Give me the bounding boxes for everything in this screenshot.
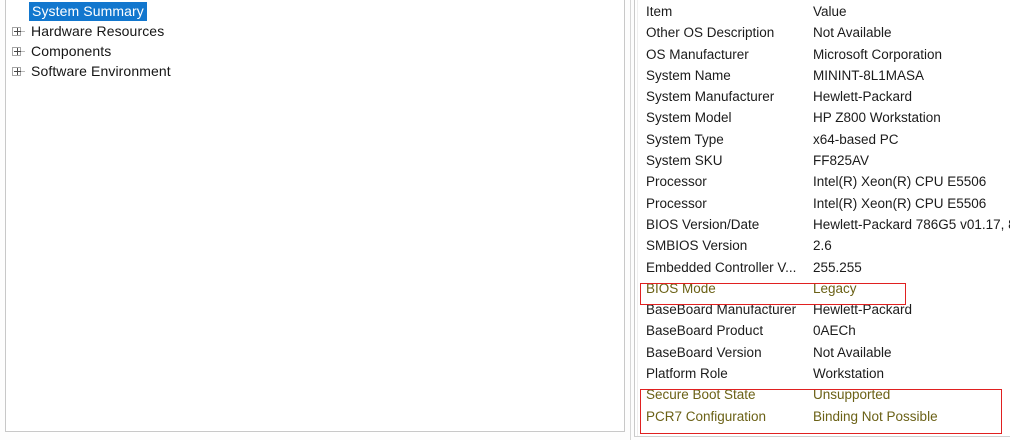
details-value-cell: Hewlett-Packard — [813, 89, 913, 105]
details-row[interactable]: Secure Boot State Unsupported — [641, 384, 1010, 405]
details-value-cell: Binding Not Possible — [813, 408, 938, 424]
details-row[interactable]: BaseBoard Version Not Available — [641, 342, 1010, 363]
details-row[interactable]: System Type x64-based PC — [641, 129, 1010, 150]
details-value-cell: Hewlett-Packard 786G5 v01.17, 8/ — [813, 216, 1010, 232]
details-item-cell: BaseBoard Version — [646, 344, 762, 360]
details-item-cell: System Name — [646, 67, 731, 83]
details-header-row: Item Value — [641, 1, 1010, 22]
list-inner-edge — [637, 0, 638, 437]
details-row[interactable]: PCR7 Configuration Binding Not Possible — [641, 406, 1010, 427]
tree-item-components[interactable]: Components — [6, 41, 624, 61]
expander-box — [12, 66, 21, 76]
details-value-cell: HP Z800 Workstation — [813, 110, 941, 126]
details-row[interactable]: System Name MININT-8L1MASA — [641, 65, 1010, 86]
details-value-cell: Workstation — [813, 366, 885, 382]
details-item-cell: PCR7 Configuration — [646, 408, 767, 424]
tree-item-label: System Summary — [29, 1, 147, 21]
tree-item-label: Hardware Resources — [31, 23, 165, 39]
splitter-bar — [630, 0, 631, 440]
details-value-cell: Intel(R) Xeon(R) CPU E5506 — [813, 174, 987, 190]
details-value-cell: Not Available — [813, 25, 892, 41]
details-item-cell: BaseBoard Manufacturer — [646, 302, 797, 318]
tree-item-label: Software Environment — [31, 63, 171, 79]
details-row[interactable]: SMBIOS Version 2.6 — [641, 235, 1010, 256]
details-value-cell: Legacy — [813, 280, 857, 296]
details-value-cell: 255.255 — [813, 259, 862, 275]
details-item-cell: System Model — [646, 110, 732, 126]
details-row[interactable]: OS Manufacturer Microsoft Corporation — [641, 44, 1010, 65]
details-item-cell: BIOS Mode — [646, 280, 716, 296]
details-item-cell: System Manufacturer — [646, 89, 775, 105]
details-item-cell: Secure Boot State — [646, 387, 756, 403]
plus-expander-icon[interactable] — [10, 64, 25, 79]
list-bottom-edge — [634, 436, 1010, 437]
plus-expander-icon[interactable] — [10, 24, 25, 39]
details-row[interactable]: Embedded Controller V... 255.255 — [641, 257, 1010, 278]
details-row[interactable]: System SKU FF825AV — [641, 150, 1010, 171]
details-value-cell: Hewlett-Packard — [813, 302, 913, 318]
details-item-cell: BIOS Version/Date — [646, 216, 760, 232]
details-item-cell: Embedded Controller V... — [646, 259, 797, 275]
details-value-cell: 2.6 — [813, 238, 832, 254]
plus-expander-icon[interactable] — [10, 44, 25, 59]
details-value-cell: Unsupported — [813, 387, 891, 403]
details-item-cell: Other OS Description — [646, 25, 775, 41]
expander-connector — [21, 30, 25, 32]
details-item-cell: System Type — [646, 131, 724, 147]
column-header-item[interactable]: Item — [646, 4, 673, 19]
details-value-cell: MININT-8L1MASA — [813, 67, 925, 83]
details-row[interactable]: Processor Intel(R) Xeon(R) CPU E5506 — [641, 193, 1010, 214]
expander-box — [12, 26, 21, 36]
pane-splitter[interactable] — [628, 0, 633, 440]
column-header-value[interactable]: Value — [813, 4, 847, 19]
details-item-cell: SMBIOS Version — [646, 238, 748, 254]
details-value-cell: x64-based PC — [813, 131, 899, 147]
details-row[interactable]: BIOS Version/Date Hewlett-Packard 786G5 v… — [641, 214, 1010, 235]
details-value-cell: Not Available — [813, 344, 892, 360]
details-row[interactable]: BaseBoard Product 0AECh — [641, 320, 1010, 341]
details-row[interactable]: BIOS Mode Legacy — [641, 278, 1010, 299]
details-value-cell: Intel(R) Xeon(R) CPU E5506 — [813, 195, 987, 211]
tree-item-label: Components — [31, 43, 112, 59]
details-value-cell: FF825AV — [813, 153, 870, 169]
details-item-cell: OS Manufacturer — [646, 46, 749, 62]
details-item-cell: BaseBoard Product — [646, 323, 764, 339]
details-row[interactable]: BaseBoard Manufacturer Hewlett-Packard — [641, 299, 1010, 320]
tree-item-system-summary[interactable]: System Summary — [6, 1, 624, 21]
details-value-cell: 0AECh — [813, 323, 856, 339]
details-row[interactable]: Other OS Description Not Available — [641, 22, 1010, 43]
details-item-cell: System SKU — [646, 153, 723, 169]
details-item-cell: Platform Role — [646, 366, 728, 382]
expander-box — [12, 46, 21, 56]
tree-item-software-environment[interactable]: Software Environment — [6, 61, 624, 81]
details-row[interactable]: System Model HP Z800 Workstation — [641, 107, 1010, 128]
details-value-cell: Microsoft Corporation — [813, 46, 943, 62]
details-row[interactable]: Platform Role Workstation — [641, 363, 1010, 384]
details-row[interactable]: Processor Intel(R) Xeon(R) CPU E5506 — [641, 171, 1010, 192]
details-item-cell: Processor — [646, 174, 707, 190]
details-row[interactable]: System Manufacturer Hewlett-Packard — [641, 86, 1010, 107]
tree-item-hardware-resources[interactable]: Hardware Resources — [6, 21, 624, 41]
expander-connector — [21, 50, 25, 52]
details-item-cell: Processor — [646, 195, 707, 211]
expander-connector — [21, 70, 25, 72]
